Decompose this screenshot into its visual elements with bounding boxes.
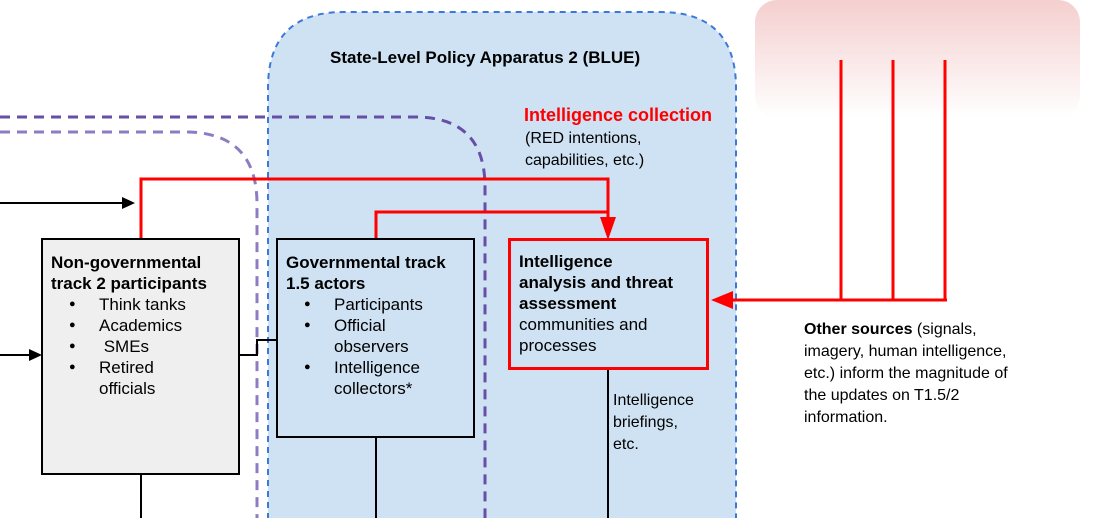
red-region (755, 0, 1080, 118)
intel-collection-title: Intelligence collection (524, 105, 713, 125)
ngo-box: Non-governmental track 2 participants Th… (41, 238, 240, 475)
ngo-box-list: Think tanks Academics SMEs Retiredoffici… (51, 294, 238, 399)
other-sources-line-3: etc.) inform the magnitude of (804, 365, 1008, 382)
other-sources-line-1: Other sources (signals, (804, 321, 977, 338)
other-sources-bold: Other sources (804, 321, 913, 338)
analysis-title-1: Intelligence (519, 252, 613, 271)
gov-box: Governmental track 1.5 actors Participan… (276, 238, 475, 438)
analysis-title-3: assessment (519, 294, 617, 313)
analysis-title-2: analysis and threat (519, 273, 674, 292)
ngo-item-academics: Academics (51, 315, 238, 336)
input-arrowhead-top (122, 197, 135, 209)
analysis-box: Intelligence analysis and threat assessm… (508, 238, 709, 370)
other-sources-line-2: imagery, human intelligence, (804, 343, 1007, 360)
other-sources-line-5: information. (804, 409, 888, 426)
gov-box-title-1: Governmental track (286, 253, 446, 272)
briefings-line-1: Intelligence (613, 392, 694, 409)
ngo-gov-connector (239, 339, 278, 356)
other-sources-line-4: the updates on T1.5/2 (804, 387, 960, 404)
track-inner-boundary (0, 130, 259, 518)
ngo-item-think-tanks: Think tanks (51, 294, 238, 315)
analysis-body-1: communities and (519, 315, 648, 334)
briefings-line-3: etc. (613, 436, 639, 453)
intel-collection-desc-1: (RED intentions, (525, 130, 642, 147)
briefings-line-2: briefings, (613, 414, 678, 431)
analysis-body-2: processes (519, 336, 597, 355)
blue-region-title: State-Level Policy Apparatus 2 (BLUE) (330, 48, 641, 67)
red-collection-line-outer (139, 177, 610, 240)
red-collection-arrowhead (600, 217, 616, 240)
ngo-box-title-1: Non-governmental (51, 253, 202, 272)
red-collection-line-inner (374, 210, 608, 240)
input-arrowhead-bottom (29, 349, 42, 361)
ngo-item-smes: SMEs (51, 336, 238, 357)
intel-collection-desc-2: capabilities, etc.) (525, 152, 645, 169)
ngo-box-title-2: track 2 participants (51, 274, 207, 293)
gov-item-participants: Participants (286, 294, 473, 315)
gov-box-title-2: 1.5 actors (286, 274, 366, 293)
red-source-arrowhead (711, 291, 733, 309)
